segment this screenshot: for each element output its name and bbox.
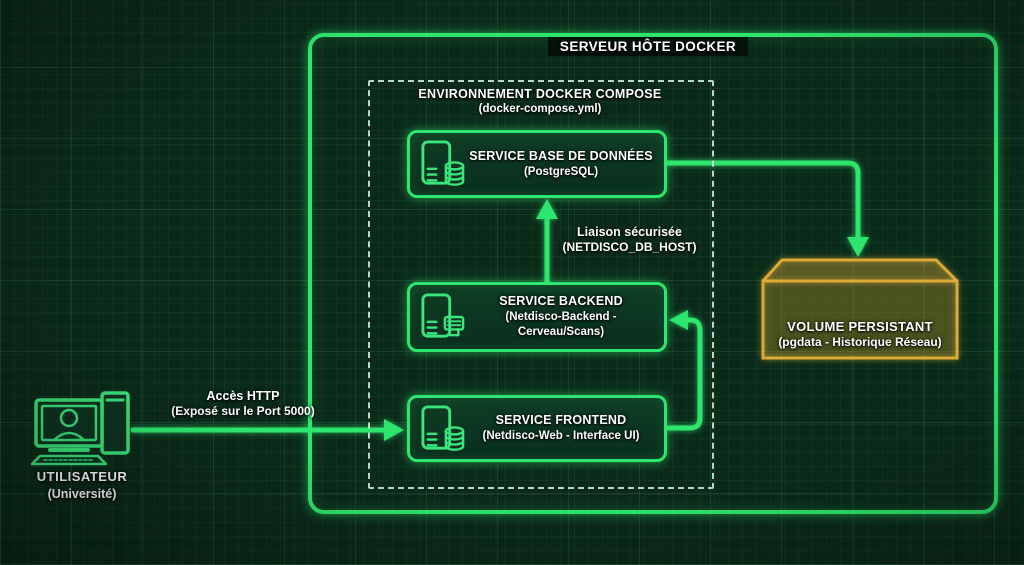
service-frontend-subtitle: (Netdisco-Web - Interface UI) — [482, 430, 640, 443]
frontend-server-icon — [420, 403, 466, 455]
docker-compose-title: ENVIRONNEMENT DOCKER COMPOSE (docker-com… — [368, 86, 712, 117]
docker-compose-box — [368, 80, 714, 489]
service-frontend-title: SERVICE FRONTEND — [495, 413, 627, 428]
backend-server-icon — [420, 291, 466, 343]
service-backend-title: SERVICE BACKEND — [499, 294, 623, 309]
volume-title: VOLUME PERSISTANT — [787, 318, 933, 334]
compose-title-line: ENVIRONNEMENT DOCKER COMPOSE — [418, 87, 662, 101]
compose-subtitle-line: (docker-compose.yml) — [478, 103, 602, 116]
http-label-line1: Accès HTTP — [206, 389, 280, 403]
service-database-title: SERVICE BASE DE DONNÉES — [469, 148, 653, 163]
persistent-volume-label: VOLUME PERSISTANT (pgdata - Historique R… — [763, 281, 957, 358]
service-backend-box: SERVICE BACKEND (Netdisco-Backend - Cerv… — [407, 282, 667, 352]
database-server-icon — [420, 138, 466, 190]
service-frontend-box: SERVICE FRONTEND (Netdisco-Web - Interfa… — [407, 395, 667, 462]
secure-label-line2: (NETDISCO_DB_HOST) — [562, 240, 697, 255]
volume-subtitle: (pgdata - Historique Réseau) — [778, 335, 942, 350]
service-frontend-text: SERVICE FRONTEND (Netdisco-Web - Interfa… — [466, 412, 656, 444]
service-database-text: SERVICE BASE DE DONNÉES (PostgreSQL) — [466, 148, 656, 180]
service-database-subtitle: (PostgreSQL) — [523, 165, 599, 178]
user-subtitle: (Université) — [47, 486, 117, 501]
user-computer-icon — [30, 391, 130, 466]
secure-label-line1: Liaison sécurisée — [577, 225, 682, 239]
secure-edge-label: Liaison sécurisée (NETDISCO_DB_HOST) — [552, 224, 707, 256]
http-label-line2: (Exposé sur le Port 5000) — [171, 404, 315, 419]
service-backend-subtitle: (Netdisco-Backend - Cerveau/Scans) — [505, 310, 617, 339]
docker-host-title: SERVEUR HÔTE DOCKER — [547, 37, 749, 56]
docker-host-box — [308, 33, 998, 514]
http-edge-label: Accès HTTP (Exposé sur le Port 5000) — [148, 388, 338, 420]
service-backend-text: SERVICE BACKEND (Netdisco-Backend - Cerv… — [466, 293, 656, 341]
user-title: UTILISATEUR — [36, 469, 128, 484]
service-database-box: SERVICE BASE DE DONNÉES (PostgreSQL) — [407, 130, 667, 198]
user-label: UTILISATEUR (Université) — [18, 469, 146, 502]
